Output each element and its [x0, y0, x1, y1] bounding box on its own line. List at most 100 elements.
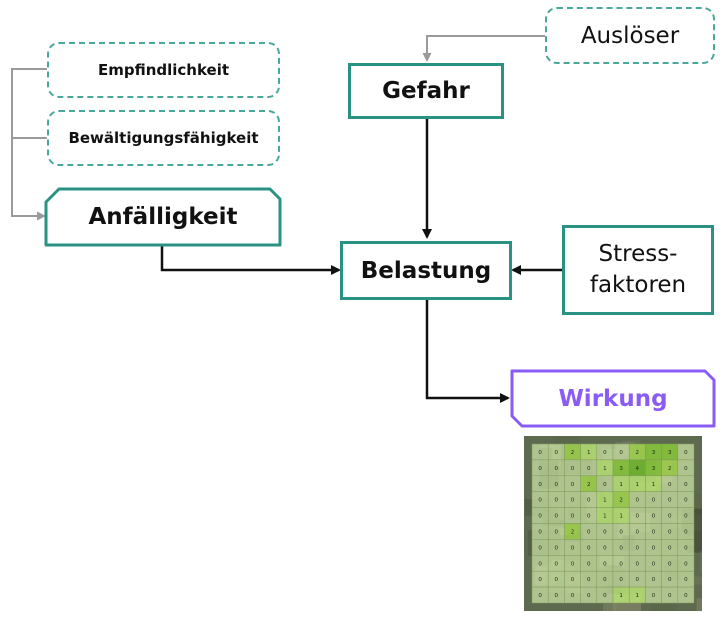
grid-cell-value: 0: [652, 545, 656, 551]
grid-cell-value: 0: [538, 514, 542, 520]
trigger-node: Auslöser: [545, 7, 715, 64]
grid-cell-value: 0: [538, 498, 542, 504]
exposure-node: Belastung: [340, 241, 512, 300]
grid-cell-value: 3: [668, 450, 672, 456]
grid-cell-value: 0: [603, 545, 607, 551]
grid-cell-value: 0: [619, 577, 623, 583]
grid-cell-value: 0: [652, 577, 656, 583]
grid-cell-value: 0: [636, 545, 640, 551]
grid-cell-value: 0: [555, 498, 559, 504]
impact-label: Wirkung: [558, 385, 668, 412]
grid-cell-value: 2: [619, 498, 623, 504]
grid-cell-value: 0: [587, 561, 591, 567]
grid-cell-value: 0: [668, 561, 672, 567]
grid-cell-value: 0: [619, 545, 623, 551]
map-texture-patch: [696, 598, 702, 611]
grid-cell-value: 0: [668, 529, 672, 535]
sensitivity-label: Empfindlichkeit: [97, 61, 230, 79]
grid-cell-value: 1: [652, 482, 656, 488]
grid-cell-value: 0: [619, 450, 623, 456]
grid-cell-value: 0: [538, 545, 542, 551]
grid-cell-value: 0: [538, 482, 542, 488]
grid-cell-value: 0: [571, 545, 575, 551]
impact-box-shape: [510, 369, 716, 428]
grid-cell-value: 1: [636, 593, 640, 599]
map-texture-patch: [700, 551, 702, 574]
vulnerability-box-shape: [44, 187, 282, 247]
grid-cell-value: 0: [684, 529, 688, 535]
grid-cell-value: 0: [684, 450, 688, 456]
impact-grid-map: 0 0 2 1 0 0 2 3 3 0 0 0 0 0 1 3 4 3 2 0 0 0 0 2 0 1 1 1 0 0 0 0 0 0 1 2 0 0 0 0…: [524, 436, 702, 611]
grid-cell-value: 0: [684, 561, 688, 567]
grid-cell-value: 0: [603, 482, 607, 488]
grid-cell-value: 2: [668, 466, 672, 472]
grid-cell-value: 0: [619, 561, 623, 567]
grid-cell-value: 1: [603, 498, 607, 504]
grid-cell-value: 0: [603, 529, 607, 535]
grid-cell-value: 0: [668, 593, 672, 599]
grid-cell-value: 3: [652, 466, 656, 472]
grid-cell-value: 0: [684, 545, 688, 551]
map-texture-patch: [694, 492, 702, 511]
hazard-label: Gefahr: [382, 78, 470, 104]
grid-cell-value: 0: [587, 577, 591, 583]
impact-node: Wirkung: [512, 371, 714, 426]
grid-cell-value: 0: [652, 561, 656, 567]
arrow-trigger-to-hazard: [422, 35, 545, 62]
grid-cell-value: 0: [603, 593, 607, 599]
grid-cell-value: 0: [571, 577, 575, 583]
grid-cell-value: 0: [668, 545, 672, 551]
grid-cell-value: 0: [587, 593, 591, 599]
grid-cell-value: 0: [571, 466, 575, 472]
map-texture-patch: [650, 604, 677, 611]
grid-cell-value: 1: [587, 450, 591, 456]
impact-grid-svg: 0 0 2 1 0 0 2 3 3 0 0 0 0 0 1 3 4 3 2 0 0 0 0 2 0 1 1 1 0 0 0 0 0 0 1 2 0 0 0 0…: [525, 436, 702, 611]
arrow-factors-to-vulnerability: [11, 68, 47, 221]
grid-cell-value: 2: [571, 450, 575, 456]
grid-cell-value: 0: [636, 498, 640, 504]
exposure-label: Belastung: [360, 257, 492, 284]
grid-cell-value: 0: [636, 514, 640, 520]
grid-cell-value: 0: [571, 514, 575, 520]
arrow-vulnerability-to-exposure: [160, 246, 341, 275]
grid-cell-value: 0: [668, 482, 672, 488]
grid-cell-value: 0: [538, 577, 542, 583]
grid-cell-value: 1: [603, 466, 607, 472]
grid-cell-value: 0: [587, 466, 591, 472]
grid-cell-value: 4: [636, 466, 640, 472]
grid-cell-value: 2: [587, 482, 591, 488]
grid-cell-value: 3: [619, 466, 623, 472]
grid-cell-value: 1: [619, 514, 623, 520]
arrow-exposure-to-impact: [425, 300, 510, 403]
grid-cell-value: 0: [684, 514, 688, 520]
grid-cell-value: 0: [684, 577, 688, 583]
grid-cell-value: 3: [652, 450, 656, 456]
grid-cell-value: 0: [668, 498, 672, 504]
grid-cell-value: 0: [555, 561, 559, 567]
coping-label: Bewältigungsfähigkeit: [68, 129, 259, 147]
grid-cell-value: 0: [684, 466, 688, 472]
grid-cell-value: 0: [652, 529, 656, 535]
grid-cell-value: 0: [555, 577, 559, 583]
coping-node: Bewältigungsfähigkeit: [47, 110, 280, 166]
grid-cell-value: 0: [555, 450, 559, 456]
grid-cell-value: 0: [636, 529, 640, 535]
map-texture-patch: [692, 576, 702, 585]
grid-cell-value: 0: [538, 466, 542, 472]
grid-cell-value: 0: [571, 593, 575, 599]
grid-cell-value: 0: [636, 577, 640, 583]
grid-cell-value: 0: [652, 498, 656, 504]
grid-cell-value: 1: [603, 514, 607, 520]
grid-cell-value: 0: [603, 450, 607, 456]
grid-cell-value: 2: [571, 529, 575, 535]
vulnerability-node: Anfälligkeit: [46, 189, 280, 245]
grid-cell-value: 1: [619, 593, 623, 599]
grid-cell-value: 0: [587, 545, 591, 551]
grid-cell-value: 0: [619, 529, 623, 535]
grid-cell-value: 0: [571, 498, 575, 504]
grid-cell-value: 0: [555, 466, 559, 472]
grid-cell-value: 0: [603, 577, 607, 583]
grid-cell-value: 0: [652, 514, 656, 520]
trigger-label: Auslöser: [580, 22, 680, 49]
